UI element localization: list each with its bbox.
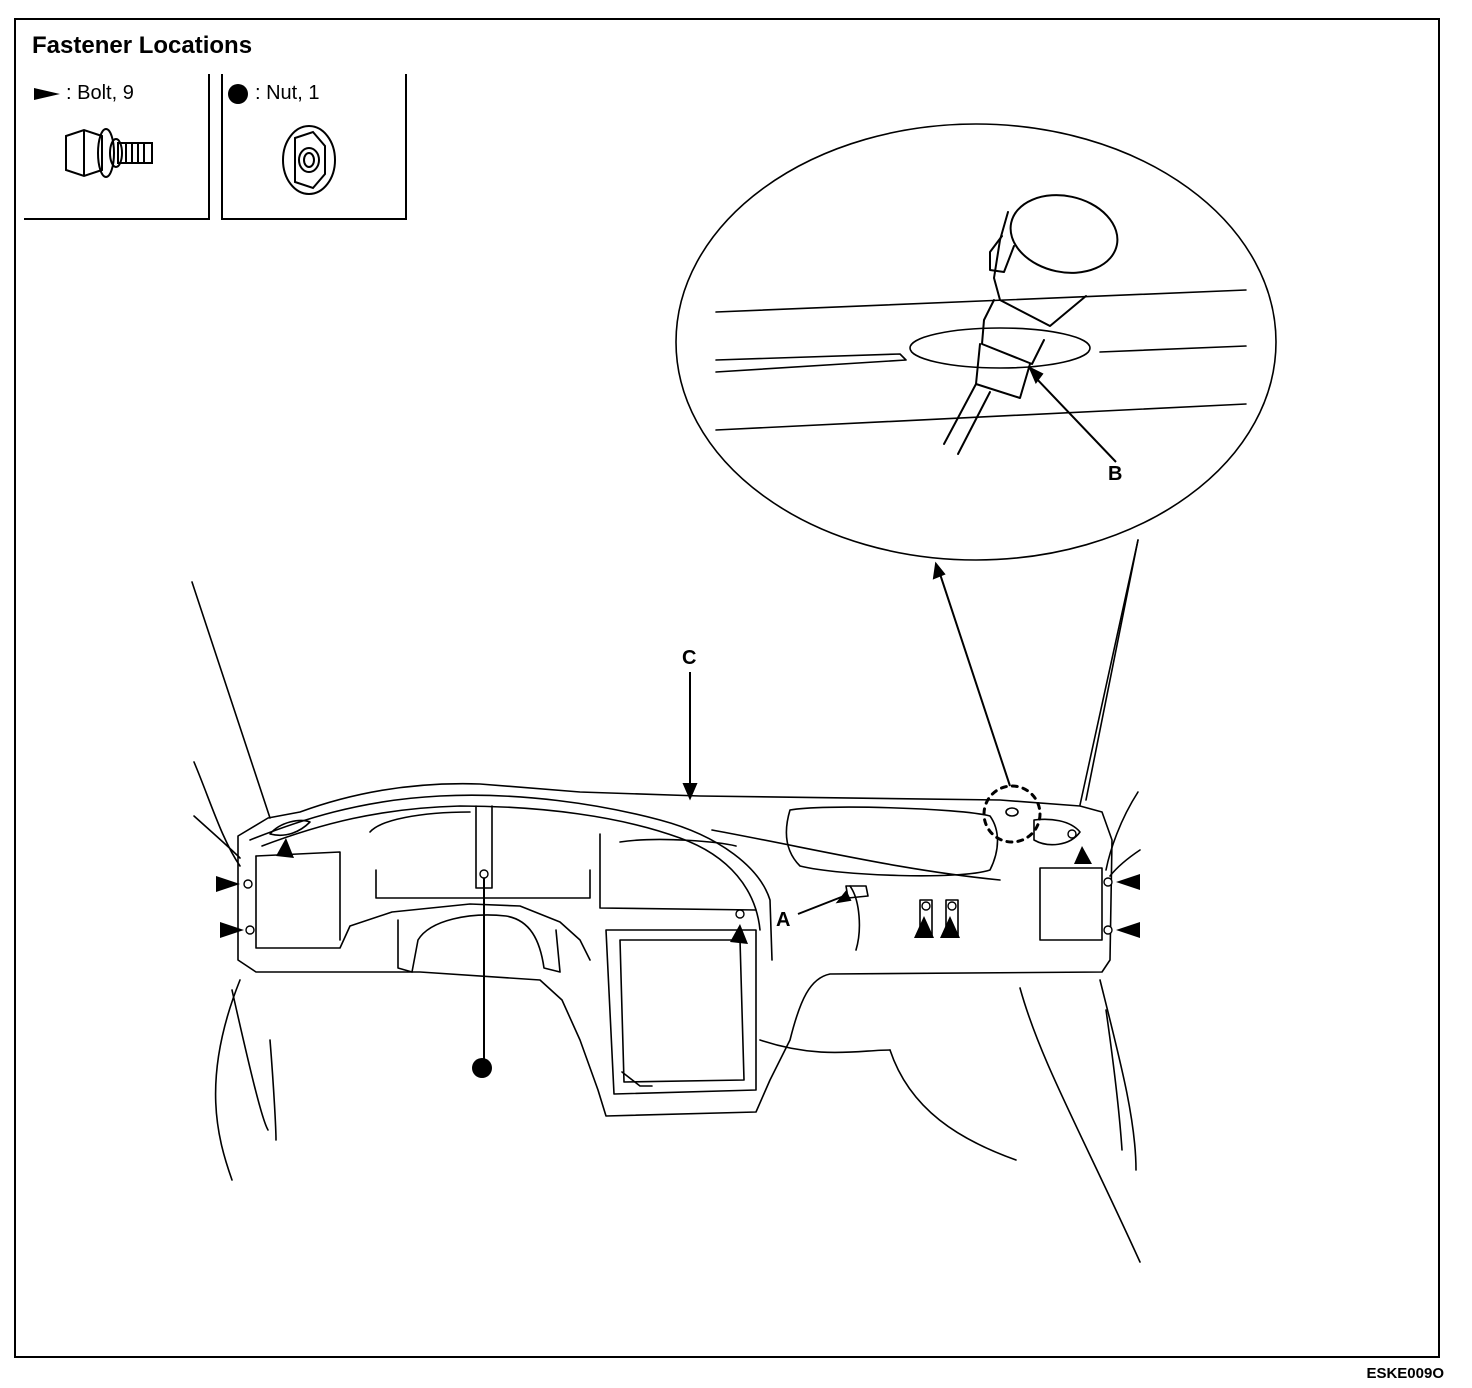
dashboard-outline — [237, 782, 1113, 1117]
bolt-marker — [1116, 922, 1140, 938]
nut-label: : Nut, 1 — [255, 82, 320, 104]
bolt-marker — [730, 924, 748, 944]
detail-magnifier — [675, 123, 1277, 561]
detail-clip-b — [943, 194, 1119, 455]
bolt-marker — [914, 916, 934, 938]
nut-drawing-icon — [282, 125, 336, 195]
bolt-marker — [216, 876, 240, 892]
bolt-marker — [940, 916, 960, 938]
bolt-marker — [220, 922, 244, 938]
legend-title: Fastener Locations — [32, 32, 253, 59]
arrow-b — [1028, 365, 1044, 384]
callout-a: A — [776, 909, 790, 931]
bolt-marker — [1116, 874, 1140, 890]
figure-code: ESKE009O — [1366, 1365, 1444, 1382]
arrow-c — [682, 783, 698, 801]
bolt-markers — [216, 838, 1140, 944]
legend-nut-cell: : Nut, 1 — [221, 74, 407, 220]
nut-marker — [472, 1058, 492, 1078]
bolt-drawing-icon — [65, 128, 153, 178]
arrow-a — [835, 890, 852, 904]
bolt-triangle-icon — [34, 87, 60, 100]
bolt-marker — [1074, 846, 1092, 864]
arrow-detail — [932, 561, 946, 580]
nut-circle-icon — [228, 83, 248, 104]
legend-bolt-cell: : Bolt, 9 — [24, 74, 210, 220]
figure-frame — [14, 18, 1440, 1358]
detail-indicator — [982, 784, 1042, 844]
bolt-marker — [276, 838, 294, 858]
callout-b: B — [1108, 463, 1122, 485]
callout-c: C — [682, 647, 696, 669]
bolt-label: : Bolt, 9 — [66, 82, 134, 104]
